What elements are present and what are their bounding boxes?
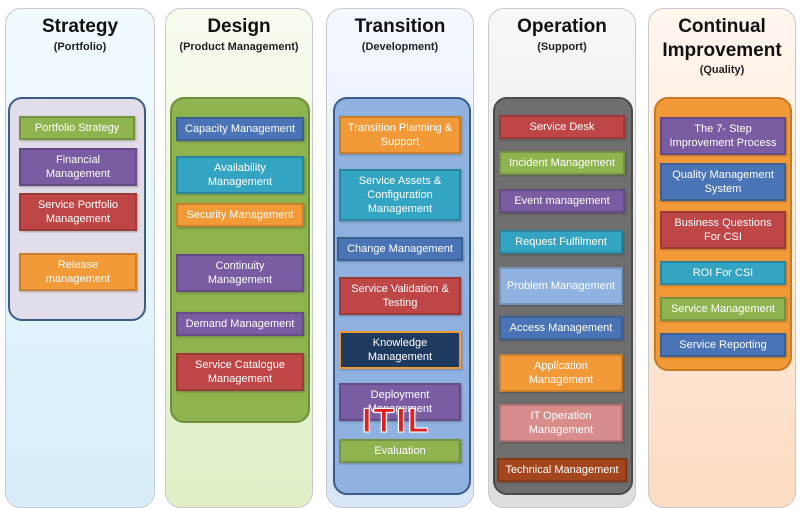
item-box: Incident Management <box>499 151 625 175</box>
item-box: Service Validation & Testing <box>339 277 461 315</box>
item-box: Deployment Management <box>339 383 461 421</box>
item-box: Change Management <box>337 237 463 261</box>
item-box: Financial Management <box>19 148 137 186</box>
item-box: IT Operation Management <box>499 404 623 442</box>
item-box: Evaluation <box>339 439 461 463</box>
column-title: Continual Improvement <box>662 16 782 61</box>
column-title: Operation <box>517 16 607 37</box>
column-subtitle: (Development) <box>361 41 439 53</box>
column-inner-panel: Capacity Management Availability Managem… <box>170 97 310 423</box>
item-box: Service Portfolio Management <box>19 193 137 231</box>
column-inner-panel: The 7- Step Improvement Process Quality … <box>654 97 792 371</box>
item-box: Quality Management System <box>660 163 786 201</box>
item-box: Continuity Management <box>176 254 304 292</box>
item-box: Event management <box>499 189 625 213</box>
item-box: Access Management <box>499 316 623 340</box>
column-title: Transition <box>354 16 446 37</box>
item-box: Availability Management <box>176 156 304 194</box>
item-box: Transition Planning & Support <box>339 116 461 154</box>
column-inner-panel: Transition Planning & Support Service As… <box>333 97 471 495</box>
itil-logo: ITIL <box>361 402 431 441</box>
item-box: Security Management <box>176 203 304 227</box>
item-box: Service Assets & Configuration Managemen… <box>339 169 461 221</box>
column-title: Design <box>207 16 271 37</box>
column-transition: Transition (Development) Transition Plan… <box>326 8 474 508</box>
column-subtitle: (Quality) <box>699 64 745 76</box>
column-operation: Operation (Support) Service Desk Inciden… <box>488 8 636 508</box>
column-strategy: Strategy (Portfolio) Portfolio Strategy … <box>5 8 155 508</box>
item-box: Capacity Management <box>176 117 304 141</box>
item-box: Demand Management <box>176 312 304 336</box>
column-subtitle: (Portfolio) <box>53 41 107 53</box>
item-box: Request Fulfilment <box>499 230 623 254</box>
column-design: Design (Product Management) Capacity Man… <box>165 8 313 508</box>
item-box: Service Management <box>660 297 786 321</box>
item-box: The 7- Step Improvement Process <box>660 117 786 155</box>
item-box: Service Reporting <box>660 333 786 357</box>
item-box: Service Catalogue Management <box>176 353 304 391</box>
item-box: ROI For CSI <box>660 261 786 285</box>
column-subtitle: (Support) <box>537 41 587 53</box>
item-box: Technical Management <box>497 458 627 482</box>
item-box: Portfolio Strategy <box>19 116 135 140</box>
column-title: Strategy <box>41 16 119 37</box>
item-box: Problem Management <box>499 267 623 305</box>
column-inner-panel: Portfolio Strategy Financial Management … <box>8 97 146 321</box>
item-box: Business Questions For CSI <box>660 211 786 249</box>
item-box: Service Desk <box>499 115 625 139</box>
item-box: Knowledge Management <box>339 331 461 369</box>
column-inner-panel: Service Desk Incident Management Event m… <box>493 97 633 495</box>
column-subtitle: (Product Management) <box>179 41 299 53</box>
column-continual-improvement: Continual Improvement (Quality) The 7- S… <box>648 8 796 508</box>
item-box: Application Management <box>499 354 623 392</box>
item-box: Release management <box>19 253 137 291</box>
